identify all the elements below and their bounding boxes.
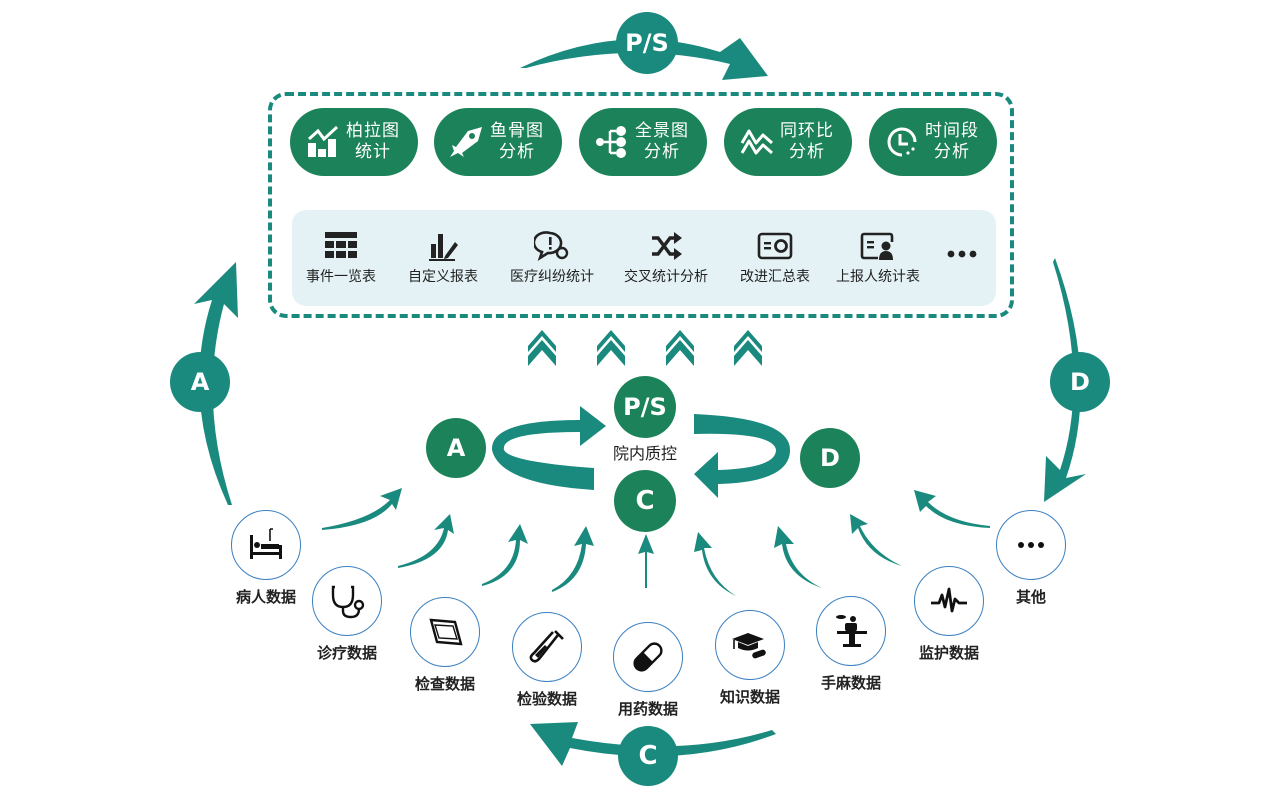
hospital-bed-icon <box>250 528 282 559</box>
report-custom[interactable]: 自定义报表 <box>408 230 478 286</box>
inner-ps-badge: P/S <box>614 376 676 438</box>
inner-top-arrow <box>491 406 606 490</box>
source-patient[interactable]: 病人数据 <box>231 510 301 607</box>
fishbone-analysis-button[interactable]: 鱼骨图分析 <box>434 108 562 176</box>
pill-icon <box>633 642 663 672</box>
source-anesthesia[interactable]: 手麻数据 <box>816 596 886 693</box>
source-other[interactable]: 其他 <box>996 510 1066 607</box>
right-d-badge: D <box>1050 352 1110 412</box>
surgery-icon <box>836 615 867 647</box>
report-reporter[interactable]: 上报人统计表 <box>836 230 920 286</box>
report-cross-analysis[interactable]: 交叉统计分析 <box>624 230 708 286</box>
time-period-analysis-button[interactable]: 时间段分析 <box>869 108 997 176</box>
report-more[interactable] <box>944 238 980 270</box>
report-label: 交叉统计分析 <box>624 269 708 285</box>
source-medication[interactable]: 用药数据 <box>613 622 683 719</box>
inner-d-badge: D <box>800 428 860 488</box>
panorama-analysis-button[interactable]: 全景图分析 <box>579 108 707 176</box>
report-dispute[interactable]: 医疗纠纷统计 <box>510 230 594 286</box>
inner-a-badge: A <box>426 418 486 478</box>
pill-line1: 同环比 <box>780 121 834 141</box>
source-label: 检查数据 <box>414 675 475 693</box>
chevron-up-icons <box>528 330 762 366</box>
shuffle-icon <box>652 232 682 260</box>
table-grid-icon <box>325 232 357 258</box>
yoy-mom-analysis-button[interactable]: 同环比分析 <box>724 108 852 176</box>
user-card-icon <box>860 232 894 260</box>
source-lab-test[interactable]: 检验数据 <box>512 612 582 709</box>
wave-compare-icon <box>740 129 773 155</box>
source-monitoring[interactable]: 监护数据 <box>914 566 984 663</box>
heartbeat-icon <box>931 587 967 613</box>
pill-line1: 时间段 <box>925 121 979 141</box>
pill-line1: 柏拉图 <box>346 121 400 141</box>
pill-line1: 全景图 <box>635 121 689 141</box>
pareto-chart-icon <box>308 125 339 157</box>
source-label: 监护数据 <box>918 644 979 662</box>
top-ps-badge: P/S <box>616 12 678 74</box>
source-label: 用药数据 <box>617 700 678 718</box>
source-label: 手麻数据 <box>820 674 881 692</box>
top-arc-arrow <box>520 38 768 80</box>
pill-line2: 统计 <box>355 142 391 162</box>
source-label: 检验数据 <box>516 690 577 708</box>
report-label: 自定义报表 <box>408 269 478 285</box>
left-a-badge: A <box>170 352 230 412</box>
bottom-arc-arrow <box>530 722 776 766</box>
feeder-arrows <box>322 488 990 596</box>
tree-icon <box>596 126 626 158</box>
fishbone-icon <box>450 127 482 157</box>
inner-bottom-arrow <box>694 414 790 498</box>
pill-line1: 鱼骨图 <box>490 121 544 141</box>
more-icon <box>947 250 977 258</box>
report-event-list[interactable]: 事件一览表 <box>306 230 376 286</box>
bar-chart-pen-icon <box>429 234 458 261</box>
source-label: 病人数据 <box>235 588 296 606</box>
hospital-qc-label: 院内质控 <box>612 444 677 463</box>
pill-line2: 分析 <box>934 142 970 162</box>
chat-alert-icon <box>534 231 569 262</box>
refresh-card-icon <box>757 232 793 260</box>
stethoscope-icon <box>331 585 365 619</box>
report-label: 改进汇总表 <box>740 269 810 285</box>
report-label: 事件一览表 <box>306 269 376 285</box>
source-label: 其他 <box>1015 588 1046 606</box>
analysis-container <box>268 92 1014 318</box>
more-icon <box>1018 542 1044 548</box>
source-label: 诊疗数据 <box>316 644 377 662</box>
pareto-analysis-button[interactable]: 柏拉图统计 <box>290 108 418 176</box>
report-improvement[interactable]: 改进汇总表 <box>740 230 810 286</box>
report-label: 医疗纠纷统计 <box>510 269 594 285</box>
test-tube-icon <box>529 630 564 663</box>
pill-line2: 分析 <box>644 142 680 162</box>
source-diagnosis[interactable]: 诊疗数据 <box>312 566 382 663</box>
right-arc-arrow <box>1044 258 1086 502</box>
source-examination[interactable]: 检查数据 <box>410 597 480 694</box>
bottom-c-badge: C <box>618 726 678 786</box>
source-knowledge[interactable]: 知识数据 <box>715 610 785 707</box>
report-label: 上报人统计表 <box>836 269 920 285</box>
reports-panel <box>292 210 996 306</box>
clock-icon <box>887 127 917 157</box>
pill-line2: 分析 <box>499 142 535 162</box>
source-label: 知识数据 <box>719 688 780 706</box>
film-icon <box>429 618 463 646</box>
graduation-cap-icon <box>732 633 766 659</box>
pill-line2: 分析 <box>789 142 825 162</box>
inner-c-badge: C <box>614 470 676 532</box>
